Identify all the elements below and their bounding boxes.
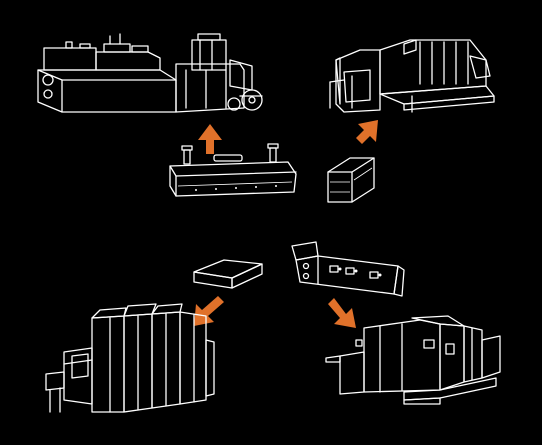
- uv-dryer-component: [291, 241, 405, 297]
- arrow-up-icon: [198, 124, 222, 154]
- offset-press-machine: [45, 303, 215, 413]
- arrow-down-right-icon: [328, 298, 356, 328]
- lamp-cassette-component: [327, 157, 375, 203]
- arrow-down-left-icon: [194, 296, 224, 326]
- coater-press-machine: [325, 315, 501, 405]
- web-press-machine: [37, 33, 263, 113]
- arrow-up-right-icon: [356, 120, 378, 144]
- flat-module-component: [193, 259, 263, 289]
- uv-lamp-bar-component: [169, 143, 297, 197]
- sheetfed-press-machine: [329, 39, 495, 113]
